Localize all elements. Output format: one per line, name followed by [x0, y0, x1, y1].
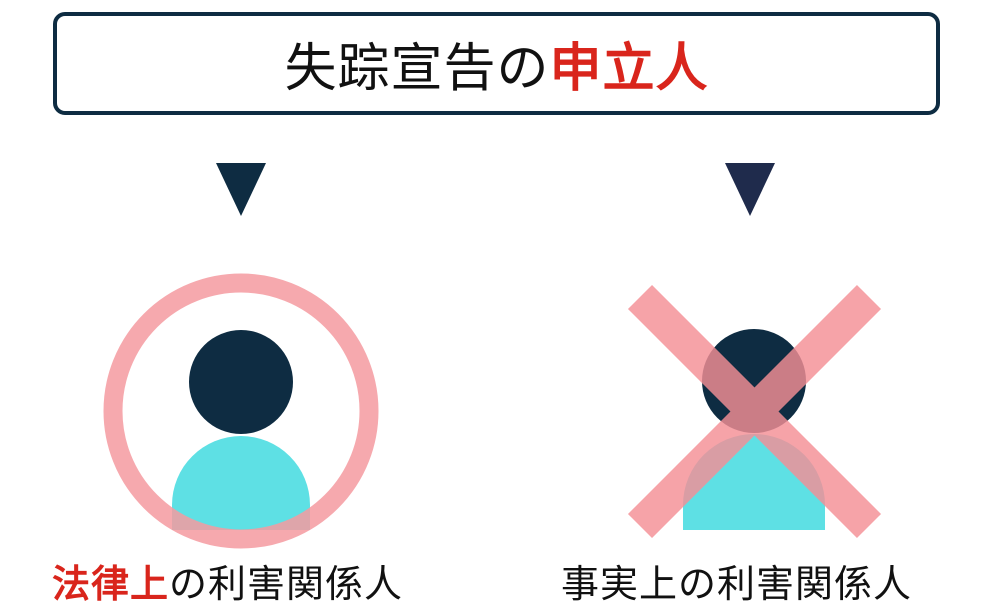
person-icon-left: [172, 330, 310, 530]
caption-left-accent: 法律上: [52, 562, 170, 606]
arrow-down-right-icon: [725, 163, 775, 216]
caption-factual-interest: 事実上の利害関係人: [561, 553, 912, 608]
caption-right-text: 事実上の利害関係人: [561, 562, 913, 606]
caption-legal-interest: 法律上の利害関係人: [52, 553, 403, 608]
title-main: 失踪宣告の: [284, 39, 550, 99]
cross-ng-icon: [627, 284, 882, 539]
circle-ok-icon: [103, 273, 379, 549]
caption-left-rest: の利害関係人: [169, 562, 404, 606]
title-banner: 失踪宣告の申立人: [53, 12, 940, 115]
arrow-down-left-icon: [216, 163, 266, 216]
title-accent: 申立人: [549, 39, 709, 99]
